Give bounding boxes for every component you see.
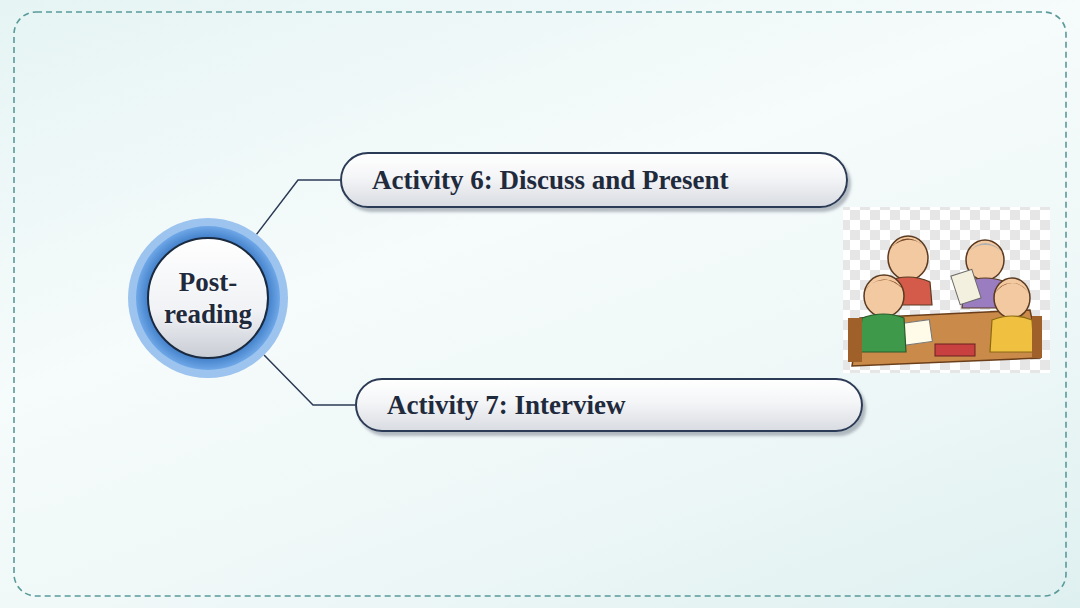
circle-outline bbox=[126, 216, 290, 380]
dashed-border bbox=[14, 12, 1066, 596]
activity-label: Activity 7: Interview bbox=[387, 390, 625, 421]
connector-line bbox=[264, 355, 355, 405]
hub-circle: Post- reading bbox=[126, 216, 290, 380]
activity-label: Activity 6: Discuss and Present bbox=[372, 165, 728, 196]
activity-box: Activity 6: Discuss and Present bbox=[340, 152, 848, 208]
activity-box: Activity 7: Interview bbox=[355, 378, 863, 432]
connector-line bbox=[257, 180, 340, 234]
hub-label: Post- reading bbox=[158, 266, 258, 331]
reading-group-illustration bbox=[843, 207, 1050, 373]
